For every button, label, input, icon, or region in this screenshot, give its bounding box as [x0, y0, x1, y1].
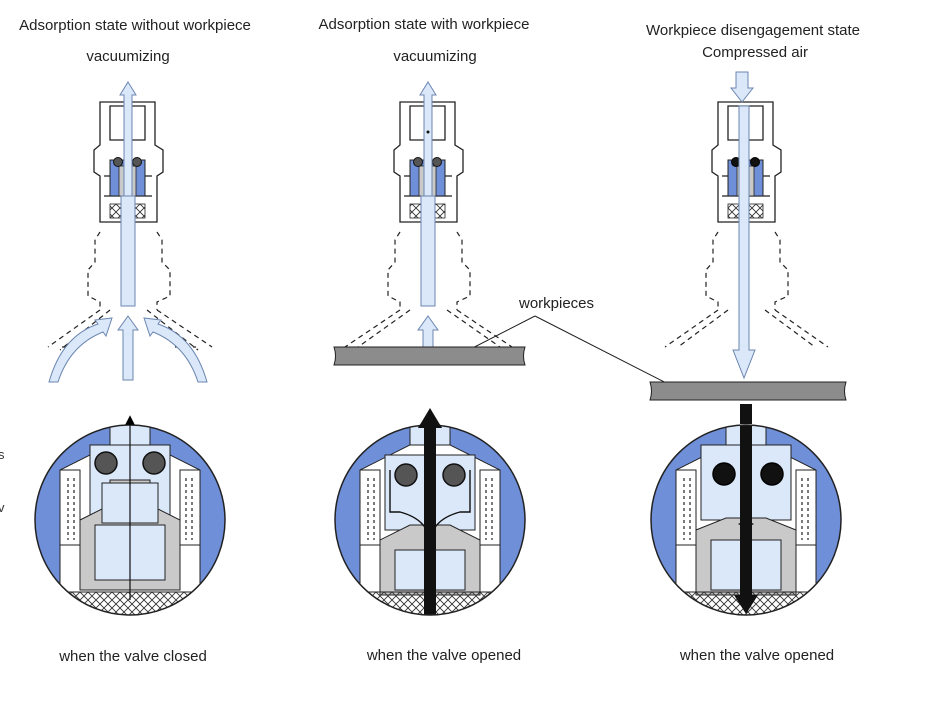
panel-3-workpiece	[649, 381, 847, 401]
panel-1-caption: when the valve closed	[58, 648, 207, 665]
panel-2-nozzle	[333, 81, 526, 366]
panel-2-flow-label: vacuumizing	[393, 48, 476, 65]
panel-1-title: Adsorption state without workpiece	[19, 17, 251, 34]
panel-3-subtitle: Compressed air	[702, 44, 808, 61]
workpieces-label: workpieces	[518, 295, 594, 312]
panel-3-nozzle	[649, 71, 847, 401]
edge-fragment-s: s	[0, 447, 5, 462]
panel-1-nozzle	[47, 81, 213, 383]
panel-2-workpiece	[333, 346, 526, 366]
edge-fragment-v: v	[0, 500, 5, 515]
workpiece-leader-right	[534, 315, 683, 392]
panel-1-detail-circle	[34, 415, 226, 616]
panel-2-caption: when the valve opened	[366, 647, 521, 664]
panel-3-detail-circle	[650, 404, 842, 616]
panel-3-title: Workpiece disengagement state	[646, 22, 860, 39]
panel-2-title: Adsorption state with workpiece	[319, 16, 530, 33]
panel-1-labels: Adsorption state without workpiece vacuu…	[19, 17, 251, 665]
panel-1-flow-label: vacuumizing	[86, 48, 169, 65]
panel-2-labels: Adsorption state with workpiece vacuumiz…	[319, 16, 530, 664]
panel-3-caption: when the valve opened	[679, 647, 834, 664]
panel-3-labels: Workpiece disengagement state Compressed…	[646, 22, 860, 664]
panel-2-detail-circle	[334, 408, 526, 616]
